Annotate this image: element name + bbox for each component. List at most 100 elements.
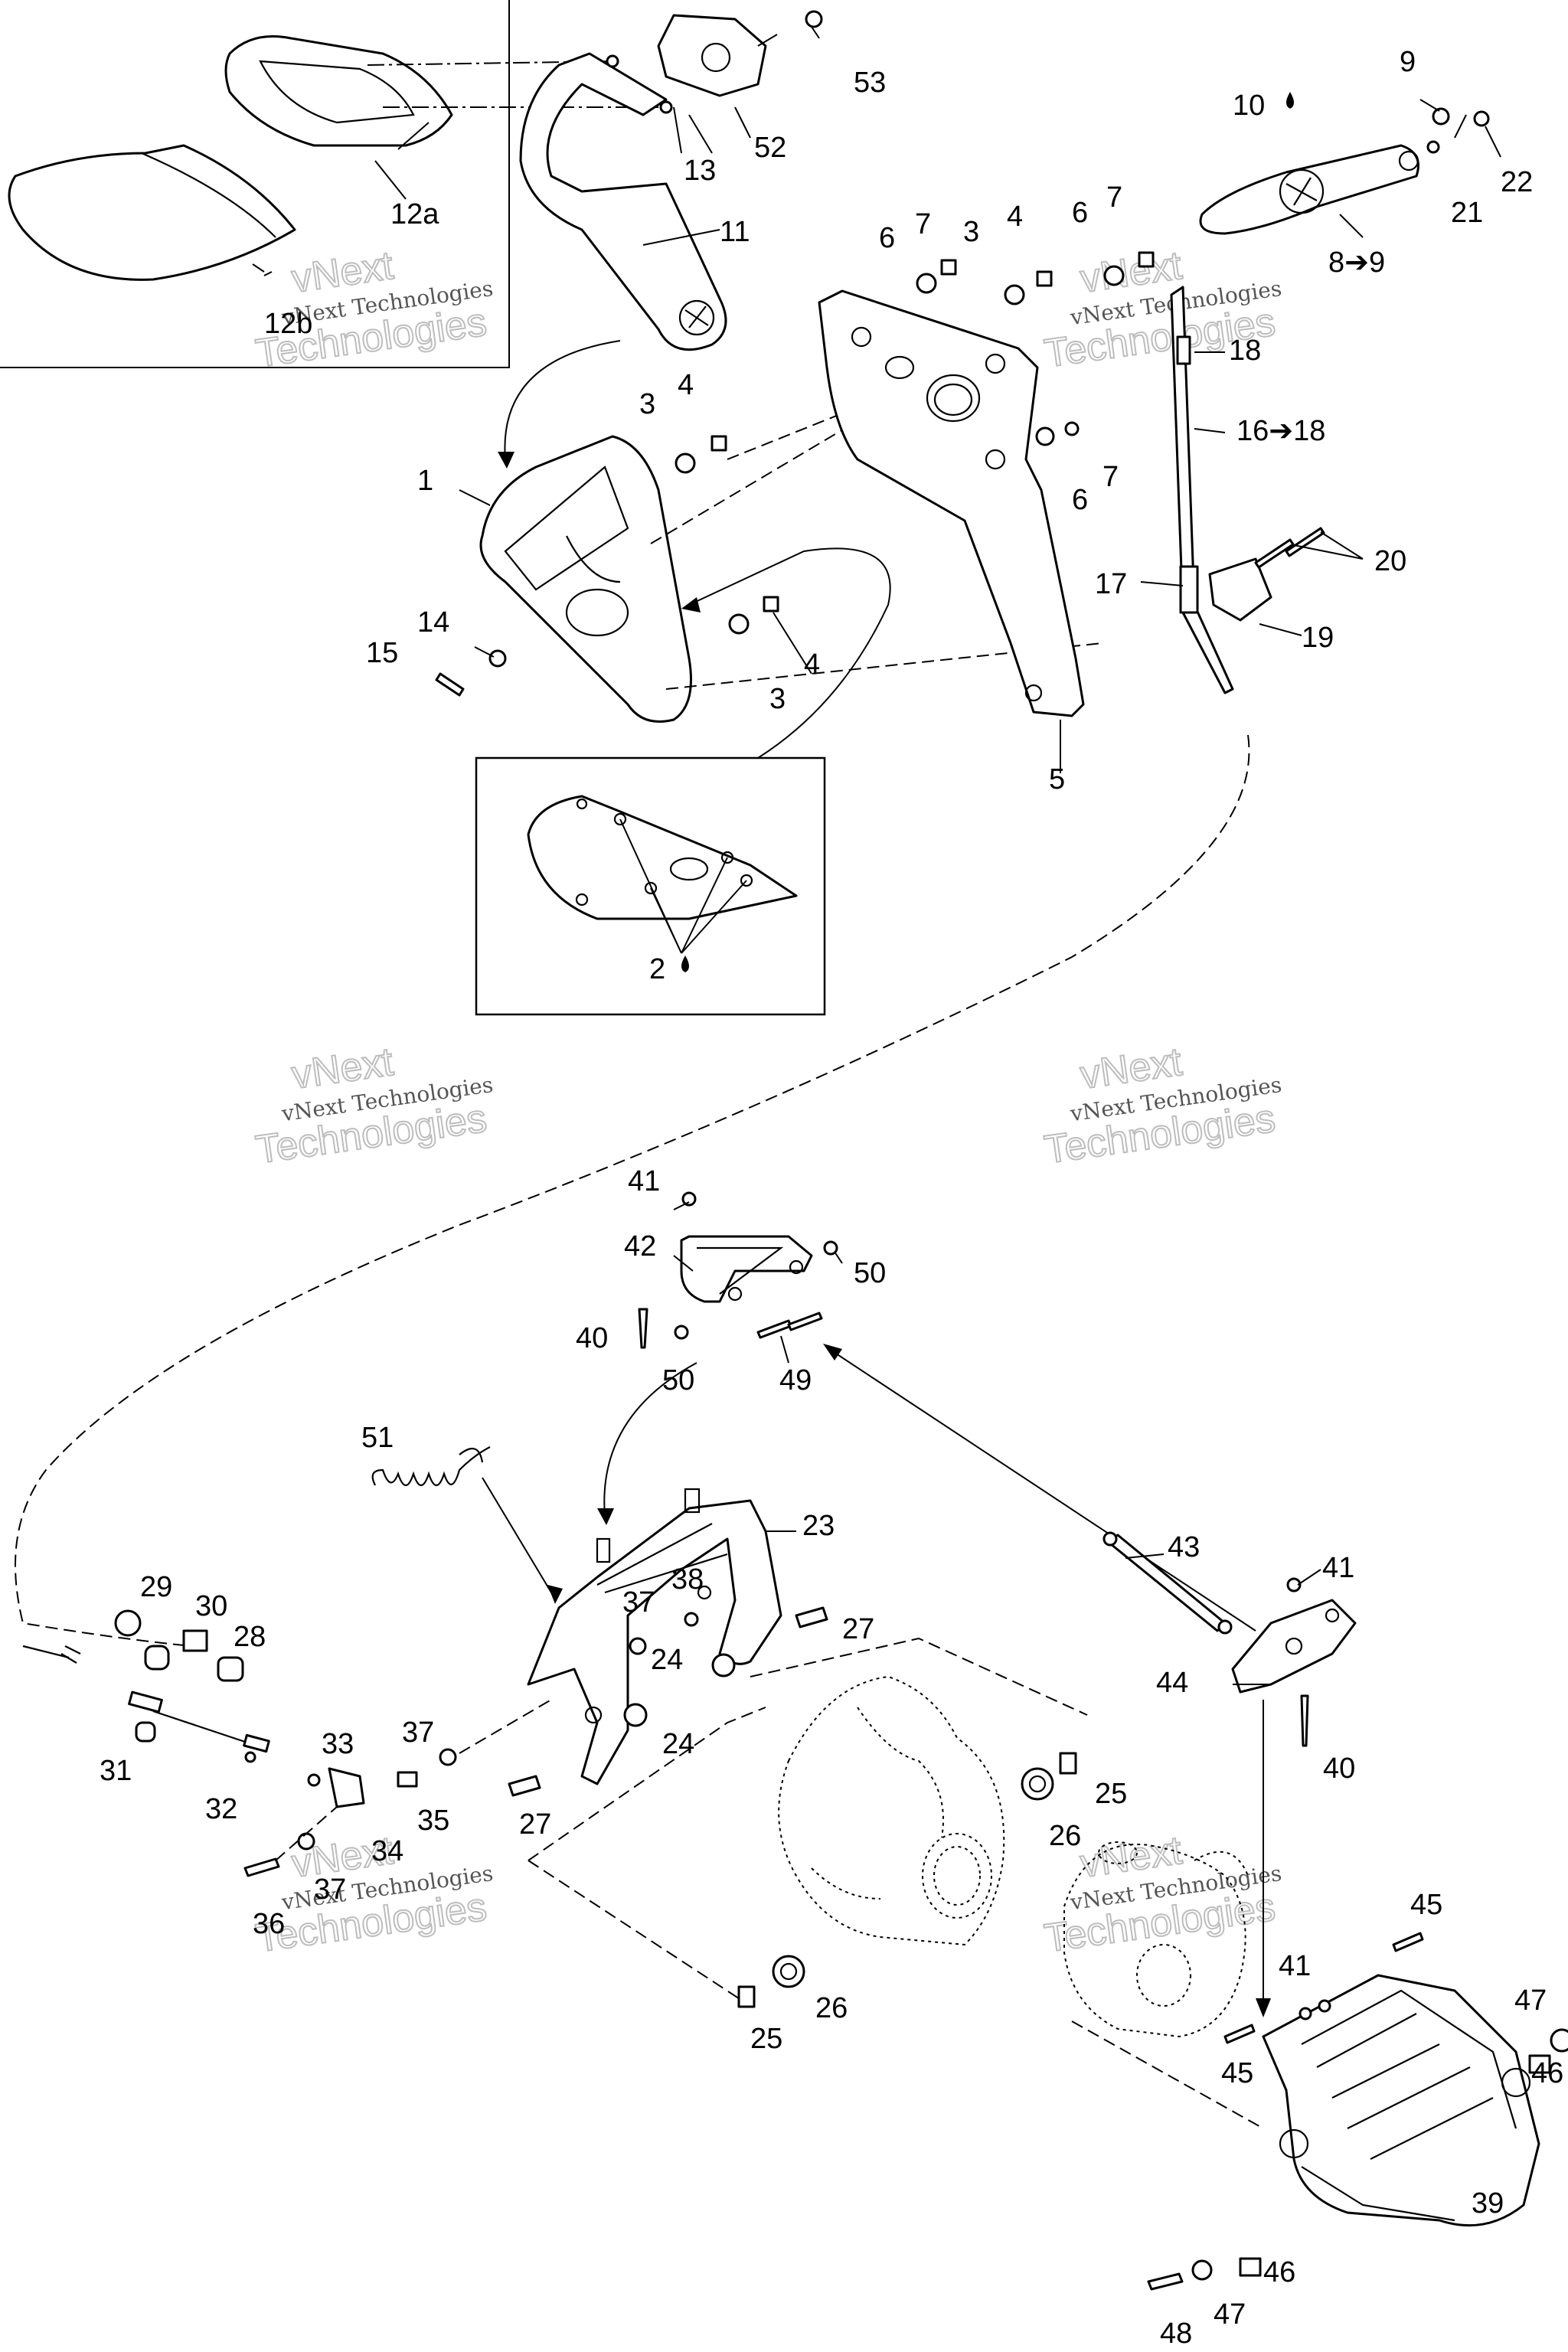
- washer-6b: [1103, 265, 1125, 286]
- callout-7a: 7: [915, 208, 931, 240]
- arrow-head: [1256, 1998, 1271, 2017]
- cable-31: [22, 1645, 270, 1753]
- callout-30: 30: [195, 1590, 227, 1622]
- callout-16: 16➔18: [1236, 415, 1325, 447]
- guide-dash: [727, 413, 843, 460]
- screw-7a: [940, 259, 957, 276]
- callout-12a: 12a: [390, 198, 439, 230]
- screw-7c: [1064, 421, 1080, 436]
- washer-37a: [629, 1637, 647, 1655]
- washer-37c: [297, 1832, 315, 1851]
- bushing-46a: [1528, 2054, 1551, 2074]
- nut-41c: [1298, 2007, 1312, 2020]
- clevis-34: [328, 1767, 365, 1808]
- callout-39: 39: [1472, 2187, 1504, 2220]
- nut-32: [244, 1751, 256, 1763]
- housing-ghost-right: [1063, 1841, 1249, 2038]
- screw-7b: [1138, 251, 1155, 268]
- callout-22: 22: [1501, 166, 1533, 198]
- rod-43: [1105, 1534, 1227, 1632]
- callout-50b: 50: [662, 1364, 694, 1396]
- bearing-26b: [772, 1955, 805, 1988]
- bushing-35: [397, 1771, 418, 1788]
- callout-37c: 37: [314, 1873, 346, 1906]
- washer-9: [1432, 107, 1450, 126]
- bolt-45a: [1392, 1932, 1424, 1952]
- rod-43-end: [1217, 1619, 1233, 1635]
- callout-51: 51: [361, 1422, 394, 1454]
- callout-47b: 47: [1214, 2298, 1246, 2331]
- arrow-head: [681, 597, 701, 612]
- lever-8: [1199, 144, 1419, 235]
- arrow-head: [823, 1344, 842, 1361]
- washer-37b: [439, 1748, 457, 1766]
- washer-6c: [1035, 426, 1055, 446]
- watermark-3: vNext vNext Technologies Technologies: [253, 1039, 495, 1173]
- callout-41c: 41: [1279, 1950, 1311, 1982]
- callout-40a: 40: [576, 1322, 608, 1354]
- nut-41a: [681, 1191, 697, 1207]
- nut-22: [1473, 110, 1490, 127]
- screw-4c: [1036, 270, 1053, 287]
- callout-21: 21: [1451, 197, 1483, 229]
- cable-route: [15, 734, 1250, 1647]
- callout-41a: 41: [628, 1165, 660, 1197]
- bolt-36: [243, 1857, 280, 1877]
- assembly-arrow: [504, 340, 621, 460]
- inset-arrow: [688, 547, 891, 759]
- callout-50a: 50: [854, 1257, 886, 1289]
- leader-lines: [252, 26, 1501, 1685]
- bushing-46b: [1239, 2257, 1262, 2277]
- bolt-13b: [659, 100, 673, 114]
- callout-4a: 4: [678, 369, 694, 401]
- washer-6a: [916, 273, 937, 294]
- bushing-30: [144, 1645, 170, 1671]
- housing-39: [1262, 1974, 1540, 2227]
- spring-51: [371, 1446, 491, 1487]
- callout-18: 18: [1229, 335, 1261, 367]
- arrow-head: [498, 452, 514, 469]
- callout-46b: 46: [1263, 2256, 1295, 2288]
- guide-dash: [528, 1860, 751, 2007]
- nut-53: [805, 10, 823, 28]
- callout-35: 35: [417, 1805, 449, 1837]
- intake-grate-12a: [224, 35, 453, 147]
- callout-5: 5: [1049, 763, 1065, 795]
- rod-end-18: [1176, 335, 1191, 365]
- pin-49b: [787, 1312, 823, 1331]
- callout-40b: 40: [1323, 1753, 1355, 1785]
- bolt-27b: [508, 1775, 541, 1797]
- callout-3c: 3: [963, 216, 979, 248]
- guide-dash: [275, 1806, 338, 1861]
- guide-dash: [750, 1637, 1088, 1716]
- callout-29: 29: [140, 1571, 172, 1603]
- arrow-head: [547, 1585, 563, 1604]
- bearing-26a: [1021, 1767, 1054, 1801]
- callout-9: 9: [1400, 46, 1416, 78]
- nut-28: [217, 1656, 244, 1682]
- callout-1: 1: [417, 465, 433, 497]
- callout-27b: 27: [519, 1808, 551, 1841]
- bushing-24a: [711, 1653, 736, 1677]
- screw-4a: [710, 435, 727, 452]
- housing-ghost-left: [778, 1675, 1005, 1946]
- bolt-40a: [638, 1308, 648, 1349]
- bracket-44: [1231, 1599, 1357, 1694]
- callout-11: 11: [720, 216, 750, 248]
- clip-33: [307, 1773, 321, 1787]
- callout-37b: 37: [402, 1717, 434, 1749]
- callout-45a: 45: [1410, 1889, 1442, 1921]
- washer-3a: [675, 452, 696, 474]
- assembly-arrow: [482, 1477, 552, 1593]
- callout-7b: 7: [1106, 181, 1122, 214]
- guide-dash: [650, 397, 897, 544]
- bolt-45b: [1223, 2024, 1256, 2044]
- bolt-40b: [1300, 1694, 1309, 1747]
- callout-32: 32: [205, 1793, 237, 1825]
- callout-10: 10: [1233, 90, 1265, 122]
- callout-49: 49: [779, 1364, 812, 1396]
- pedal-assembly-23: [527, 1488, 782, 1785]
- callout-24b: 24: [662, 1728, 694, 1760]
- callout-23: 23: [802, 1510, 835, 1542]
